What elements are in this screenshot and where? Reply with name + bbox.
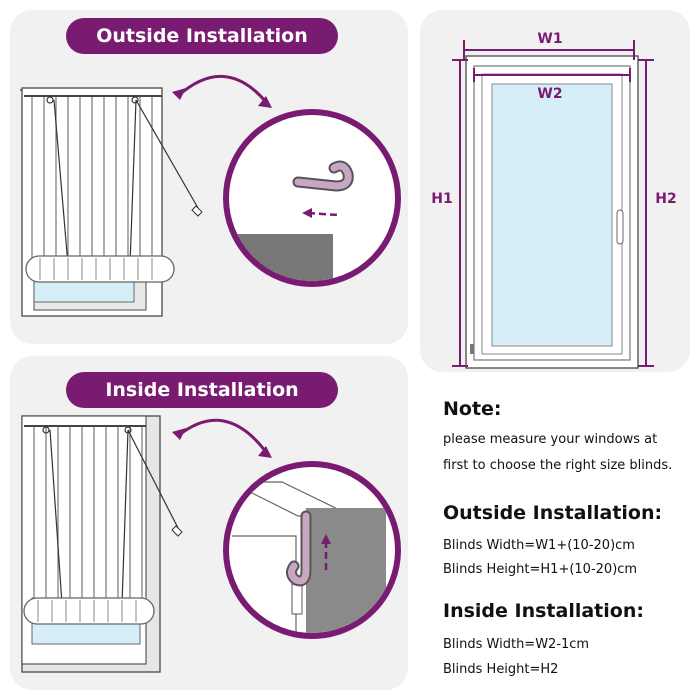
- inside-installation-panel: Inside Installation: [10, 356, 408, 690]
- inside-installation-heading: Inside Installation:: [443, 600, 644, 622]
- outside-blinds-height: Blinds Height=H1+(10-20)cm: [443, 562, 638, 577]
- inside-blinds-width: Blinds Width=W2-1cm: [443, 637, 590, 652]
- note-line-1: please measure your windows at: [443, 432, 658, 447]
- label-w1: W1: [537, 31, 562, 47]
- outside-installation-title: Outside Installation: [66, 18, 338, 54]
- outside-blind-illustration: [20, 74, 401, 317]
- note-heading: Note:: [443, 398, 502, 420]
- inside-installation-title: Inside Installation: [66, 372, 338, 408]
- window-measurement-diagram: W1 W2 H1 H2: [431, 31, 677, 369]
- label-h2: H2: [655, 191, 676, 207]
- inside-blinds-height: Blinds Height=H2: [443, 662, 559, 677]
- inside-blind-illustration: [21, 415, 401, 673]
- outside-installation-heading: Outside Installation:: [443, 502, 663, 524]
- outside-installation-panel: Outside Installation: [10, 10, 408, 344]
- label-w2: W2: [537, 86, 562, 102]
- window-measurement-panel: W1 W2 H1 H2: [420, 10, 690, 372]
- outside-blinds-width: Blinds Width=W1+(10-20)cm: [443, 538, 635, 553]
- note-line-2: first to choose the right size blinds.: [443, 458, 673, 473]
- label-h1: H1: [431, 191, 452, 207]
